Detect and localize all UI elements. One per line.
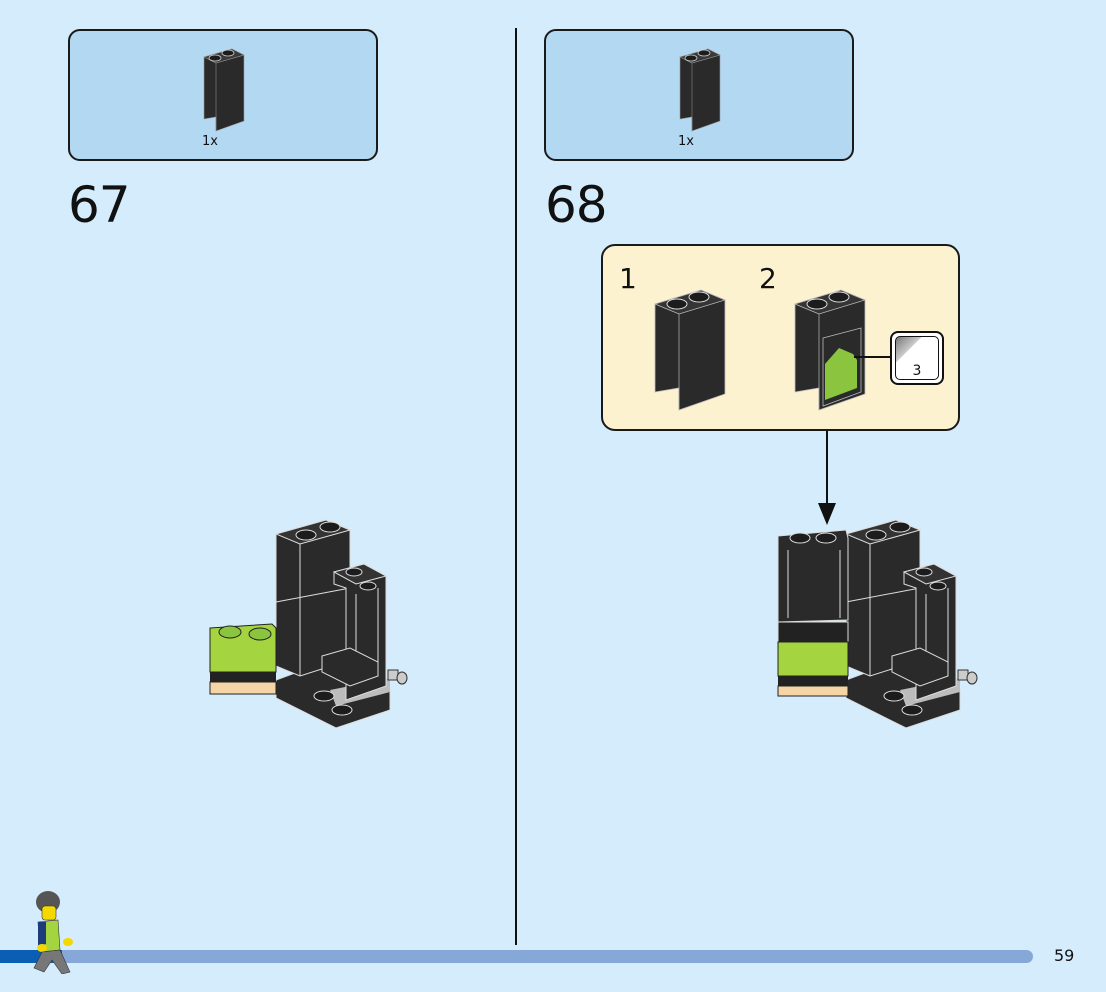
sticker-number: 3 [912, 363, 922, 379]
black-panel-piece-icon [679, 48, 721, 132]
model-step-67 [209, 519, 408, 729]
part-quantity: 1x [202, 134, 218, 149]
walking-minifigure-icon [33, 891, 73, 974]
black-panel-piece-icon [653, 289, 727, 411]
page-progress-bar [0, 950, 1033, 963]
part-quantity: 1x [678, 134, 694, 149]
page-divider [515, 28, 517, 945]
down-arrow-head-icon [818, 503, 836, 525]
stickered-panel-piece-icon [793, 289, 867, 411]
step-number-67: 67 [68, 176, 131, 234]
substep-number-1: 1 [619, 262, 637, 295]
sticker-callout-line [854, 356, 890, 358]
down-arrow-icon [826, 431, 828, 507]
sub-assembly-callout: 1 2 3 [601, 244, 960, 431]
step-number-68: 68 [545, 176, 608, 234]
parts-callout-step-67: 1x [68, 29, 378, 161]
substep-number-2: 2 [759, 262, 777, 295]
page-number: 59 [1054, 946, 1075, 965]
sticker-sheet-icon: 3 [890, 331, 944, 385]
black-panel-piece-icon [203, 48, 245, 132]
parts-callout-step-68: 1x [544, 29, 854, 161]
model-step-68 [777, 519, 978, 729]
